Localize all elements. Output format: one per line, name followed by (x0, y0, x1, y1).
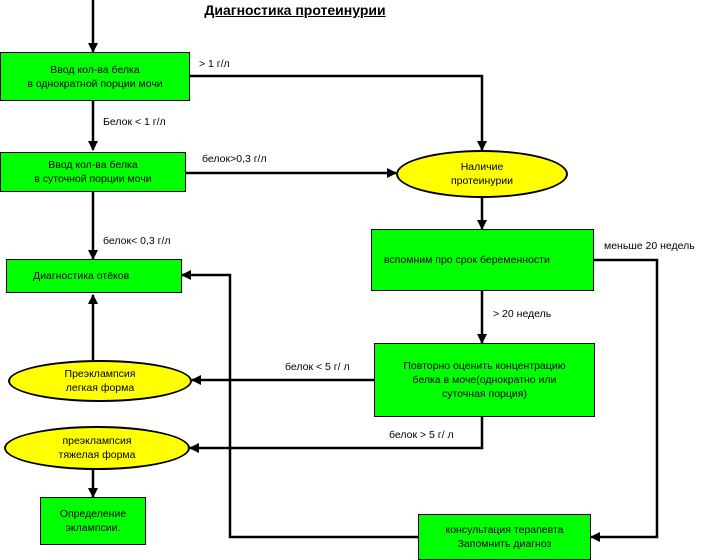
decision-severe-preeclampsia: преэклампсия тяжелая форма (4, 426, 190, 470)
edge-label-gt20: > 20 недель (493, 308, 552, 320)
node-pregnancy-term-label: вспомним про срок беременности (384, 254, 550, 266)
decision-proteinuria-label: Наличие протеинурии (450, 161, 514, 187)
node-edema-label: Диагностика отёков (33, 270, 130, 282)
node-pregnancy-term: вспомним про срок беременности (371, 229, 594, 291)
edge-label-gt03: белок>0,3 г/л (202, 153, 267, 165)
node-therapist-label: консультация терапевта Запомнить диагноз (445, 524, 564, 550)
node-eclampsia: Определение эклампсии. (40, 497, 146, 545)
decision-severe-label: преэклампсия тяжелая форма (58, 435, 136, 461)
decision-mild-preeclampsia: Преэклампсия легкая форма (8, 360, 192, 402)
edge-label-less20: меньше 20 недель (604, 240, 695, 252)
edge-label-gt5: белок > 5 г/ л (389, 429, 454, 441)
edge-label-lt5: белок < 5 г/ л (285, 361, 350, 373)
edge-label-lt1: Белок < 1 г/л (103, 116, 166, 128)
edge-label-lt03: белок< 0,3 г/л (103, 235, 171, 247)
node-daily-portion-label: Ввод кол-ва белка в суточной порции мочи (34, 159, 152, 185)
arrow-reassess-to-severe (189, 417, 484, 453)
node-single-portion: Ввод кол-ва белка в однократной порции м… (0, 52, 190, 101)
node-reassess-label: Повторно оценить концентрацию белка в мо… (403, 360, 566, 400)
node-eclampsia-label: Определение эклампсии. (59, 508, 127, 534)
node-reassess: Повторно оценить концентрацию белка в мо… (374, 343, 595, 417)
decision-mild-label: Преэклампсия легкая форма (64, 368, 136, 394)
node-single-portion-label: Ввод кол-ва белка в однократной порции м… (27, 63, 163, 90)
node-therapist: консультация терапевта Запомнить диагноз (418, 514, 591, 560)
decision-proteinuria: Наличие протеинурии (396, 150, 568, 198)
arrow-single-to-proteinuria (190, 74, 487, 151)
arrow-term-to-therapist (590, 258, 659, 542)
node-edema: Диагностика отёков (6, 259, 182, 293)
arrow-therapist-to-edema (181, 270, 418, 539)
edge-label-gt1: > 1 г/л (199, 58, 230, 70)
diagram-title: Диагностика протеинурии (204, 2, 386, 18)
node-daily-portion: Ввод кол-ва белка в суточной порции мочи (0, 152, 186, 192)
